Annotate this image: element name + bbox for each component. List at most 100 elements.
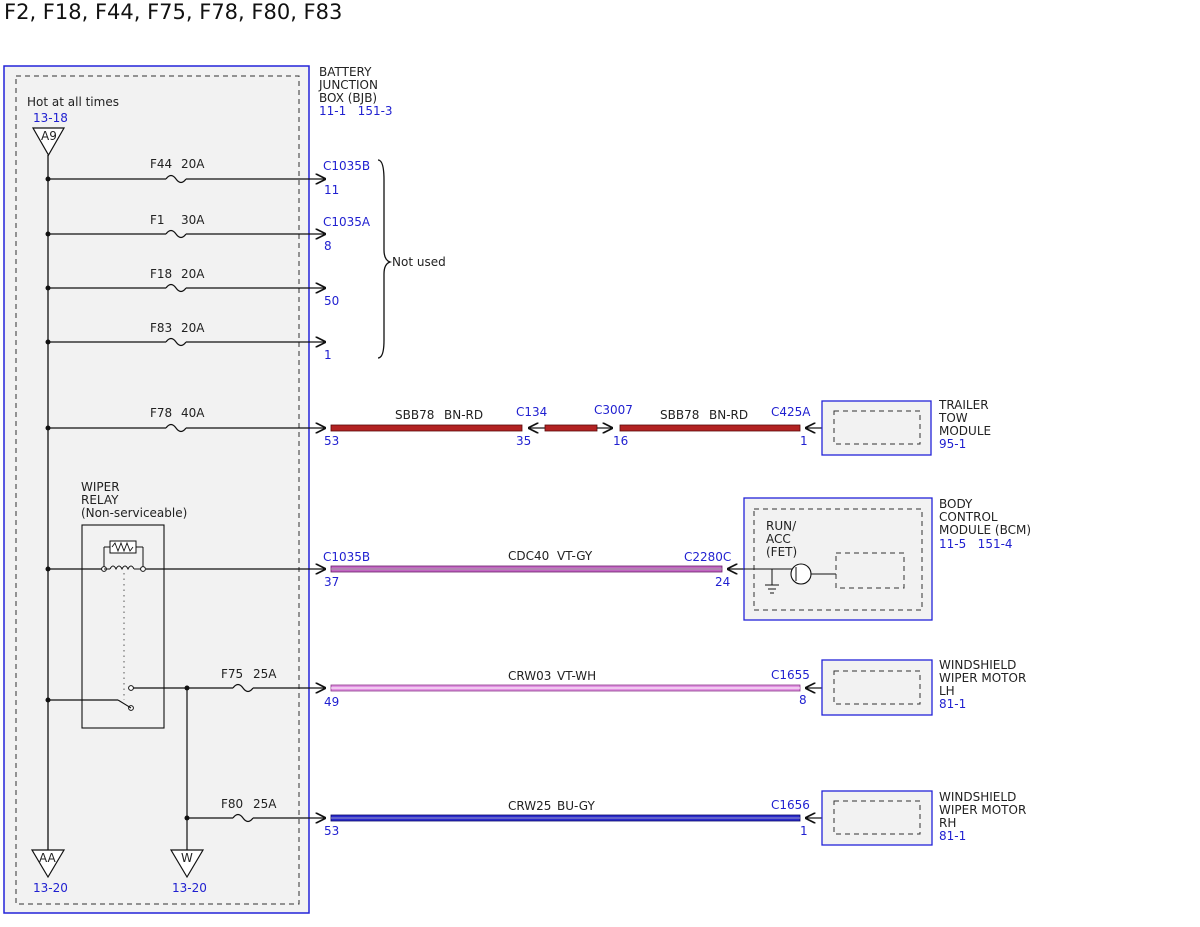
module-refs: 95-1 [939, 437, 966, 451]
offpage-connector-w: W 13-20 [169, 849, 207, 895]
wire-color-label: BU-GY [557, 799, 595, 813]
svg-text:A9: A9 [41, 129, 57, 143]
circuit-label: CDC40 [508, 549, 549, 563]
wiper-motor-lh: WINDSHIELD WIPER MOTOR LH 81-1 [821, 658, 1026, 716]
module-refs: 81-1 [939, 697, 966, 711]
to-pin: 1 [800, 824, 808, 838]
pin-label: 11 [324, 183, 339, 197]
fuse-id: F80 [221, 797, 243, 811]
to-pin: 8 [799, 693, 807, 707]
module-name-line-1: BODY [939, 497, 973, 511]
fet-transistor-icon [790, 563, 812, 585]
mid-connector-a: C134 [516, 405, 547, 419]
fuse-icon [165, 283, 187, 293]
bjb-refs: 11-1 151-3 [319, 104, 393, 118]
module-name-line-3: MODULE (BCM) [939, 523, 1031, 537]
fuse-row-f80: F80 25A [184, 797, 326, 823]
fuse-row-f83: F83 20A 1 [45, 321, 332, 362]
to-connector: C2280C [684, 550, 731, 564]
offpage-ref: 13-20 [172, 881, 207, 895]
module-refs: 11-5 151-4 [939, 537, 1013, 551]
wire-segment [330, 424, 523, 432]
connector-label: C1035B [323, 159, 370, 173]
fuse-id: F75 [221, 667, 243, 681]
module-name-line-3: MODULE [939, 424, 991, 438]
circuit-label-2: SBB78 [660, 408, 699, 422]
mid-pin-a: 35 [516, 434, 531, 448]
circuit-label: CRW03 [508, 669, 551, 683]
fuse-id: F78 [150, 406, 172, 420]
circuit-cdc40: C1035B 37 CDC40 VT-GY C2280C 24 [45, 549, 744, 589]
offpage-connector-aa: AA 13-20 [30, 849, 68, 895]
not-used-label: Not used [392, 255, 446, 269]
mid-pin-b: 16 [613, 434, 628, 448]
fuse-id: F18 [150, 267, 172, 281]
module-name-line-2: WIPER MOTOR [939, 671, 1026, 685]
to-connector: C1655 [771, 668, 810, 682]
fuse-rating: 40A [181, 406, 205, 420]
fuse-rating: 20A [181, 267, 205, 281]
pin-label: 8 [324, 239, 332, 253]
fuse-icon [165, 423, 187, 433]
body-control-module: RUN/ ACC (FET) BODY CONTROL MODULE (BCM)… [743, 497, 1031, 621]
fuse-icon [232, 813, 254, 823]
fuse-icon [165, 229, 187, 239]
module-name-line-1: TRAILER [938, 398, 989, 412]
fuse-rating: 25A [253, 667, 277, 681]
pin-label: 1 [324, 348, 332, 362]
coil-icon [109, 565, 135, 571]
pin-label: 50 [324, 294, 339, 308]
source-pin-a9: A9 [31, 127, 66, 157]
module-name-line-1: WINDSHIELD [939, 790, 1016, 804]
to-connector: C425A [771, 405, 811, 419]
circuit-label: SBB78 [395, 408, 434, 422]
fuse-id: F1 [150, 213, 165, 227]
mid-connector-b: C3007 [594, 403, 633, 417]
fuse-rating: 20A [181, 157, 205, 171]
to-pin: 24 [715, 575, 730, 589]
relay-name-line-1: WIPER [81, 480, 120, 494]
circuit-label: CRW25 [508, 799, 551, 813]
fuse-row-f44: F44 20A C1035B 11 [45, 157, 370, 197]
resistor-icon [109, 540, 137, 554]
wire-color-label-2: BN-RD [709, 408, 748, 422]
bjb-name-line-1: BATTERY [319, 65, 372, 79]
module-name-line-2: WIPER MOTOR [939, 803, 1026, 817]
fuse-id: F44 [150, 157, 172, 171]
relay-name-line-2: RELAY [81, 493, 119, 507]
from-pin: 37 [324, 575, 339, 589]
hot-at-all-times-label: Hot at all times [27, 95, 119, 109]
fet-label-line-2: ACC [766, 532, 791, 546]
svg-text:AA: AA [39, 851, 57, 865]
fuse-icon [165, 174, 187, 184]
fet-label-line-1: RUN/ [766, 519, 797, 533]
trailer-tow-module: TRAILER TOW MODULE 95-1 [821, 398, 991, 456]
wiper-relay: WIPER RELAY (Non-serviceable) [45, 480, 187, 729]
fuse-icon [232, 683, 254, 693]
bjb-name-line-2: JUNCTION [318, 78, 378, 92]
from-connector: C1035B [323, 550, 370, 564]
module-name-line-1: WINDSHIELD [939, 658, 1016, 672]
circuit-crw03: 49 CRW03 VT-WH C1655 8 [324, 668, 822, 709]
wire-color-label: VT-GY [557, 549, 593, 563]
module-name-line-2: CONTROL [939, 510, 998, 524]
battery-junction-box [3, 65, 310, 914]
not-used-brace: Not used [377, 159, 446, 359]
offpage-ref: 13-20 [33, 881, 68, 895]
circuit-sbb78: 53 SBB78 BN-RD C134 35 C3007 16 SBB78 BN… [324, 403, 822, 448]
wire-color-label: BN-RD [444, 408, 483, 422]
fuse-row-f18: F18 20A 50 [45, 267, 339, 308]
wire-segment [544, 424, 598, 432]
from-pin: 53 [324, 824, 339, 838]
circuit-crw25: 53 CRW25 BU-GY C1656 1 [324, 798, 822, 838]
fuse-rating: 30A [181, 213, 205, 227]
fuse-row-f75: F75 25A [133, 667, 325, 692]
module-name-line-3: LH [939, 684, 955, 698]
page-title: F2, F18, F44, F75, F78, F80, F83 [4, 0, 343, 24]
to-pin: 1 [800, 434, 808, 448]
fuse-id: F83 [150, 321, 172, 335]
wiper-motor-rh: WINDSHIELD WIPER MOTOR RH 81-1 [821, 790, 1026, 846]
fuse-row-f1: F1 30A C1035A 8 [45, 213, 371, 253]
wire-color-label: VT-WH [557, 669, 596, 683]
